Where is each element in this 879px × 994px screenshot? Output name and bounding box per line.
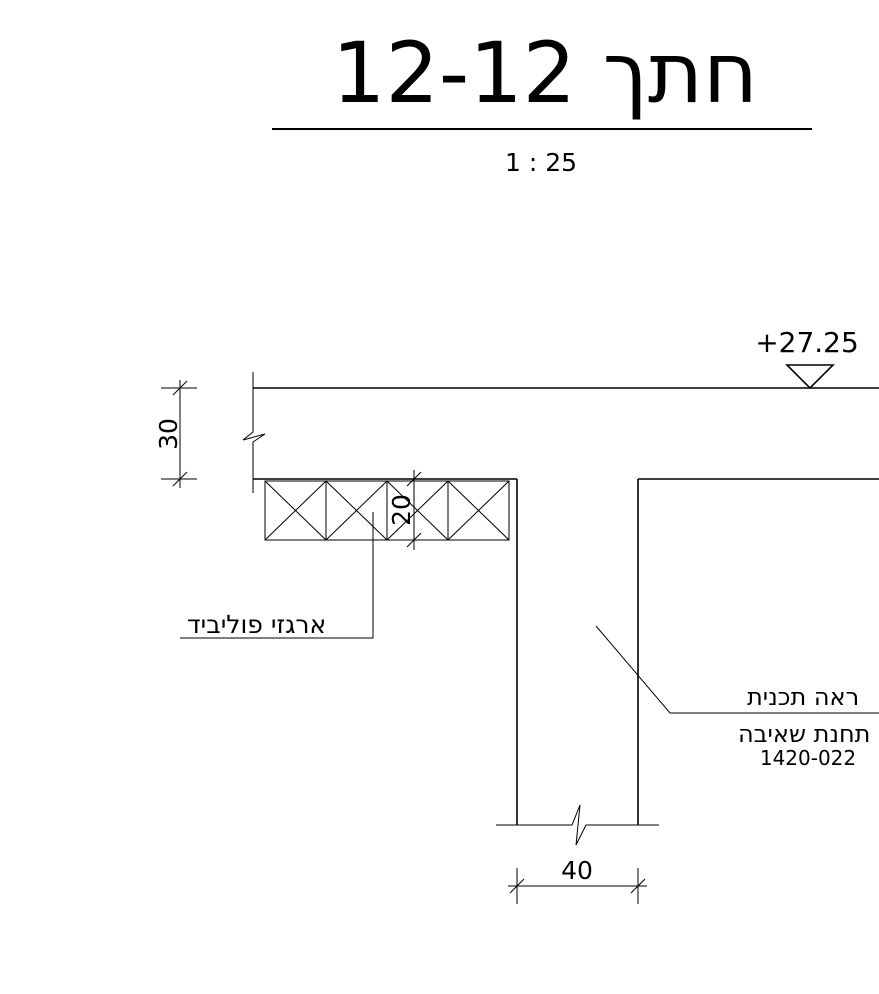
insulation-boxes xyxy=(264,480,510,541)
dimension-wall-thickness-value: 40 xyxy=(561,856,593,885)
reference-code: 1420-022 xyxy=(760,746,856,770)
wall-break-line-icon xyxy=(496,804,659,846)
dimension-slab-thickness xyxy=(161,380,197,488)
dimension-wall-thickness xyxy=(508,868,647,904)
section-scale: 1 : 25 xyxy=(505,148,577,177)
elevation-triangle-icon xyxy=(785,364,835,390)
dimension-insulation-thickness-value: 20 xyxy=(387,494,416,526)
slab-break-line-icon xyxy=(242,372,266,493)
insulation-label: ארגזי פוליביד xyxy=(187,610,326,639)
reference-leader-line xyxy=(595,625,879,714)
dimension-slab-thickness-value: 30 xyxy=(154,418,183,450)
insulation-leader-line xyxy=(180,512,374,639)
section-title: חתך 12-12 xyxy=(332,24,758,122)
reference-label-line2: תחנת שאיבה xyxy=(738,720,870,748)
elevation-label: +27.25 xyxy=(755,326,859,359)
reference-label-line1: ראה תכנית xyxy=(747,683,859,711)
dimension-insulation-thickness xyxy=(403,470,425,550)
